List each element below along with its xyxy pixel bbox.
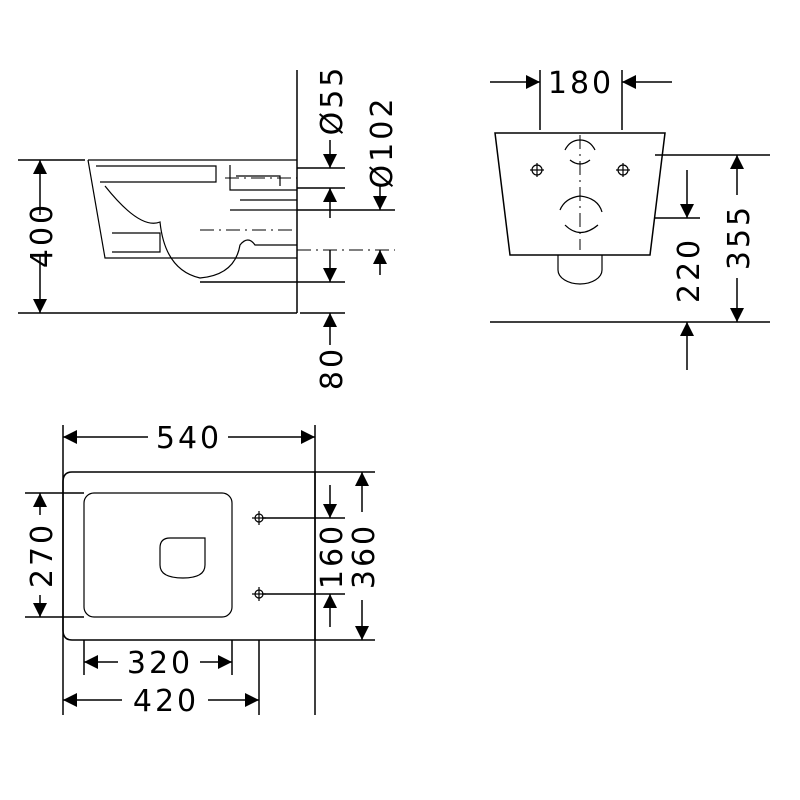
fixing-holes (252, 511, 266, 601)
toilet-side-outline (87, 159, 297, 279)
bowl-bottom (557, 255, 603, 285)
top-view: 540 270 160 360 320 420 (25, 421, 382, 719)
dim-length-420: 420 (133, 684, 199, 719)
dim-seat-length-320: 320 (127, 646, 193, 681)
toilet-front-outline (494, 132, 666, 256)
dim-fixing-height-220: 220 (672, 237, 707, 303)
side-view: 400 Ø55 Ø102 80 (18, 65, 400, 390)
dim-width-360: 360 (347, 523, 382, 589)
fixing-marks (530, 135, 630, 250)
dim-fixing-160: 160 (315, 523, 350, 589)
drain-opening (159, 537, 206, 579)
dim-fixing-180: 180 (548, 66, 614, 101)
dim-seat-width-270: 270 (25, 522, 60, 588)
seat-outline (83, 492, 233, 618)
dim-outlet-55: Ø55 (315, 65, 350, 136)
front-view: 180 355 220 (490, 66, 770, 370)
dim-height-355: 355 (722, 204, 757, 270)
dim-length-540: 540 (156, 421, 222, 456)
dim-outlet-102: Ø102 (365, 96, 400, 189)
dim-offset-80: 80 (315, 346, 350, 390)
dim-height-400: 400 (25, 202, 60, 268)
toilet-top-outline (62, 471, 316, 641)
